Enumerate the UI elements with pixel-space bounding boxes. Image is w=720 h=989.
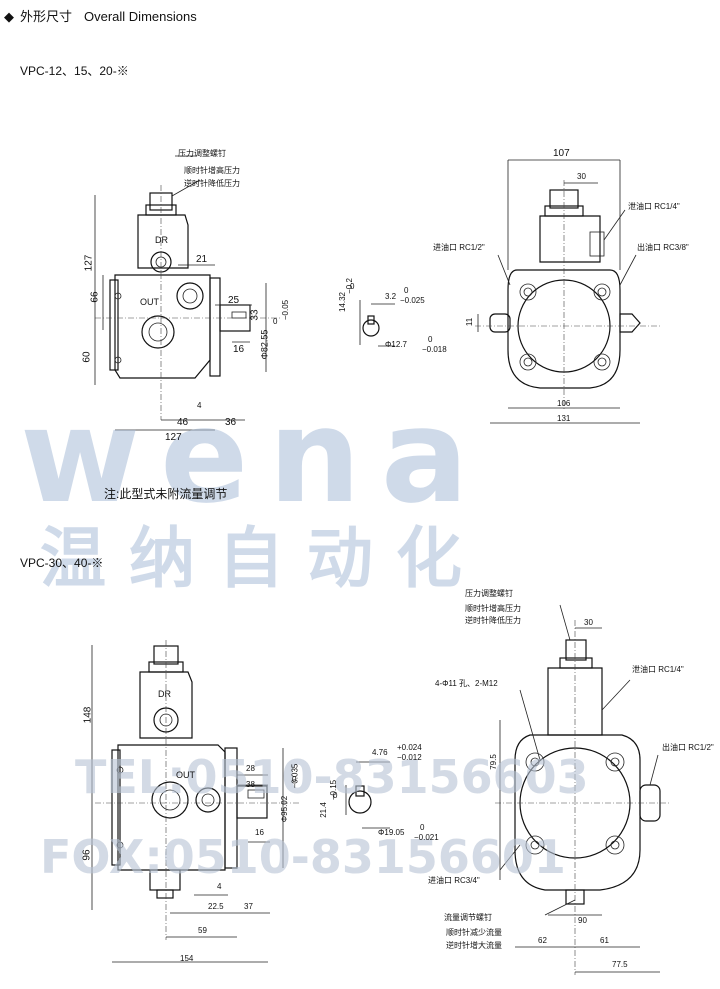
dim-21-4-tol-upper: 0: [333, 791, 338, 800]
dim-phi-12-7-tol-upper: 0: [428, 335, 433, 344]
dim-154: 154: [180, 954, 194, 963]
dim-21: 21: [196, 254, 208, 265]
dim-107: 107: [553, 148, 570, 159]
dim-phi-82-55-tol-lower: −0.05: [281, 299, 291, 321]
dim-38: 38: [246, 780, 255, 789]
callout-pressure-screw-large: 压力调整螺钉: [465, 589, 513, 598]
shaft-key-detail-large: [345, 761, 390, 829]
dim-46: 46: [177, 417, 189, 428]
dim-3-2-tol-upper: 0: [404, 286, 409, 295]
dim-90: 90: [578, 916, 587, 925]
callout-cw-increase: 顺时针增高压力: [184, 166, 240, 175]
dim-79-5: 79.5: [488, 754, 498, 770]
port-dr-label-large: DR: [158, 689, 171, 699]
pump-front-view-large: [495, 604, 670, 975]
dim-16: 16: [233, 344, 245, 355]
dim-14-32-tol-upper: 0: [350, 282, 355, 291]
port-out-label-large: OUT: [176, 770, 195, 780]
label-drain-rc14-large: 泄油口 RC1/4": [632, 665, 684, 674]
dim-36: 36: [225, 417, 237, 428]
dim-96: 96: [81, 849, 93, 861]
label-outlet-rc12-large: 出油口 RC1/2": [662, 743, 714, 752]
dim-21-4-tol-lower: −0.15: [329, 779, 339, 801]
dim-14-32-tol-lower: −0.2: [344, 278, 354, 294]
dim-127-vertical: 127: [83, 254, 95, 272]
dim-127-horizontal: 127: [165, 432, 182, 443]
dim-phi-19-05-tol-upper: 0: [420, 823, 425, 832]
dim-phi-12-7: Φ12.7: [385, 340, 407, 349]
label-inlet-rc12: 进油口 RC1/2": [433, 243, 485, 252]
dim-16-large: 16: [255, 828, 264, 837]
callout-ccw-decrease-large: 逆时针降低压力: [465, 616, 521, 625]
dim-3-2-tol-lower: −0.025: [400, 296, 425, 305]
pump-front-view-small: [475, 159, 660, 424]
dim-59: 59: [198, 926, 207, 935]
dim-61: 61: [600, 936, 609, 945]
callout-pressure-screw: 压力调整螺钉: [178, 149, 226, 158]
header-title: 外形尺寸: [20, 9, 73, 24]
watermark-brand: wena: [20, 380, 489, 532]
pump-side-view-small: [94, 155, 280, 431]
header-bullet: ◆: [4, 9, 14, 24]
dim-30-large: 30: [584, 618, 593, 627]
port-dr-label: DR: [155, 235, 168, 245]
callout-cw-increase-large: 顺时针增高压力: [465, 604, 521, 613]
label-outlet-rc38: 出油口 RC3/8": [637, 243, 689, 252]
model-label-large: VPC-30、40-※: [20, 556, 104, 570]
label-holes: 4-Φ11 孔、2-M12: [435, 679, 498, 688]
dim-148: 148: [82, 706, 94, 724]
dim-25: 25: [228, 295, 240, 306]
dim-106: 106: [557, 399, 571, 408]
model-label-small: VPC-12、15、20-※: [20, 64, 129, 78]
watermark-fax: FOX:0510-83156601: [40, 830, 566, 884]
dim-phi-95-02-tol-lower: −0.035: [290, 763, 300, 789]
dim-131: 131: [557, 414, 571, 423]
watermark-chinese: 温 纳 自 动 化: [40, 520, 462, 597]
dim-phi-95-02-tol-upper: 0: [292, 775, 297, 784]
dim-60: 60: [81, 351, 93, 363]
callout-ccw-decrease: 逆时针降低压力: [184, 179, 240, 188]
dim-phi-95-02: Φ95.02: [280, 795, 290, 823]
shaft-key-detail-small: [359, 300, 395, 347]
header-title-en: Overall Dimensions: [84, 9, 197, 24]
dim-4: 4: [197, 401, 202, 410]
dim-phi-19-05: Φ19.05: [378, 828, 405, 837]
dim-30-small: 30: [577, 172, 586, 181]
dim-28: 28: [246, 764, 255, 773]
note-no-flow-adjust: 注:此型式未附流量调节: [104, 487, 228, 501]
dim-21-4: 21.4: [318, 802, 328, 818]
dim-77-5: 77.5: [612, 960, 628, 969]
dim-14-32: 14.32: [338, 291, 348, 313]
pump-side-view-large: [91, 640, 300, 963]
watermark-tel: TEL:0510-83156603: [75, 750, 589, 804]
dim-3-2: 3.2: [385, 292, 397, 301]
label-inlet-rc34: 进油口 RC3/4": [428, 876, 480, 885]
dim-62: 62: [538, 936, 547, 945]
dim-4-large: 4: [217, 882, 222, 891]
callout-flow-screw: 流量调节螺钉: [444, 913, 492, 922]
dim-37: 37: [244, 902, 253, 911]
dim-11: 11: [465, 317, 475, 327]
dim-66: 66: [89, 291, 101, 303]
dim-phi-82-55: Φ82.55: [259, 329, 270, 360]
callout-flow-cw: 顺时针减少流量: [446, 928, 502, 937]
label-drain-rc14: 泄油口 RC1/4": [628, 202, 680, 211]
dim-4-76-tol-lower: −0.012: [397, 753, 422, 762]
dim-22-5: 22.5: [208, 902, 224, 911]
dim-4-76: 4.76: [372, 748, 388, 757]
dim-phi-82-55-tol-upper: 0: [273, 317, 278, 326]
callout-flow-ccw: 逆时针增大流量: [446, 941, 502, 950]
port-out-label: OUT: [140, 297, 159, 307]
dim-phi-12-7-tol-lower: −0.018: [422, 345, 447, 354]
dim-33: 33: [249, 309, 261, 321]
dim-phi-19-05-tol-lower: −0.021: [414, 833, 439, 842]
dim-4-76-tol-upper: +0.024: [397, 743, 422, 752]
